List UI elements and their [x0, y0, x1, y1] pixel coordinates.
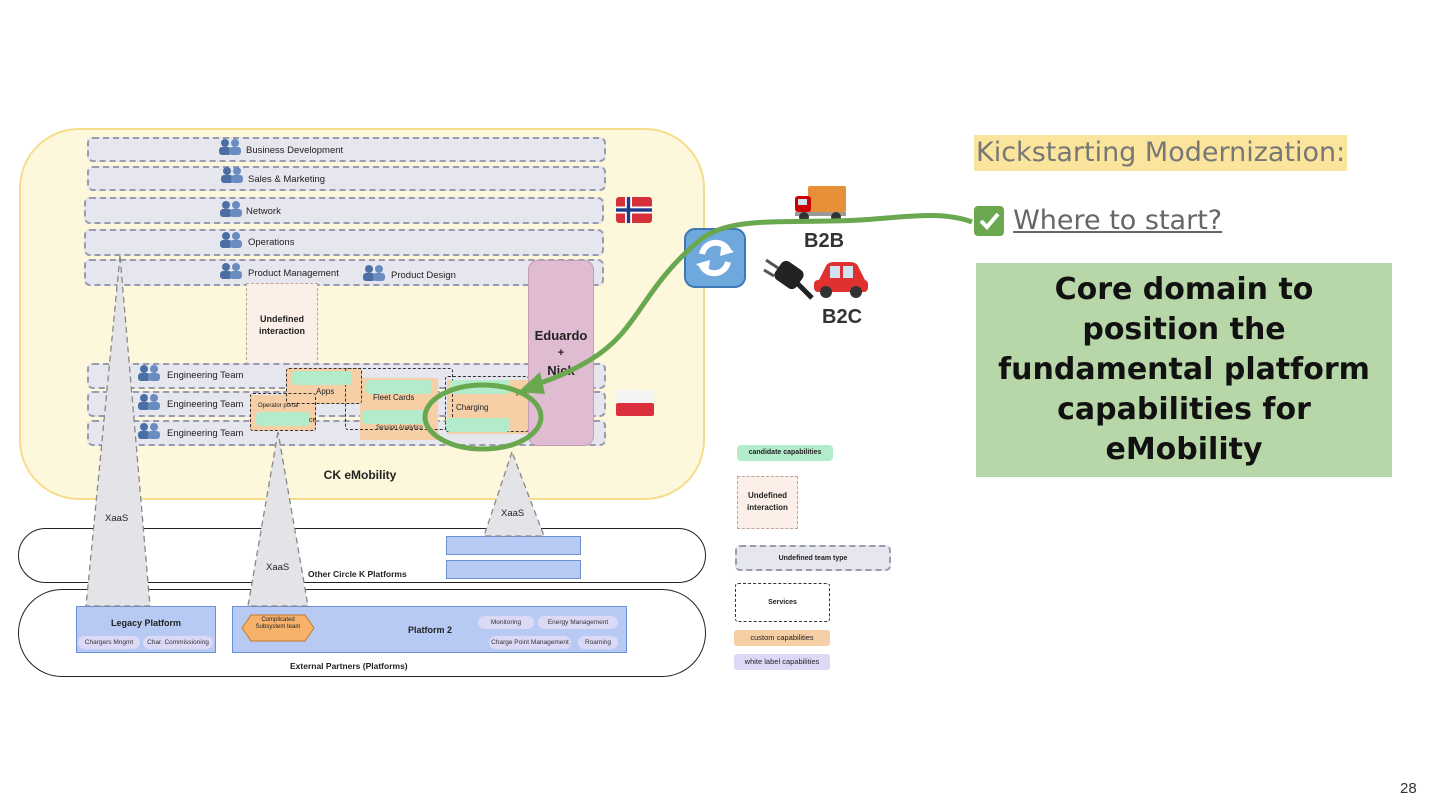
- other-platforms-container: [18, 528, 706, 583]
- team-icon: [138, 423, 160, 439]
- xaas-label: XaaS: [266, 562, 290, 573]
- b2c-label: B2C: [822, 306, 863, 328]
- other-platform-block: [446, 560, 581, 579]
- core-domain-box: Core domain to position the fundamental …: [976, 263, 1392, 477]
- other-platform-block: [446, 536, 581, 555]
- ck-emobility-label: CK eMobility: [323, 468, 397, 482]
- external-partners-label: External Partners (Platforms): [290, 661, 408, 671]
- team-icon: [138, 365, 160, 381]
- row-label: Product Management: [248, 268, 339, 279]
- complicated-subsystem-label: Complicated Subsystem team: [255, 617, 301, 630]
- candidate-capability: [446, 418, 510, 432]
- complicated-subsystem-hexagon: [241, 614, 315, 642]
- row-label: Network: [246, 206, 281, 217]
- capability-operator-portal: Operator portal: [258, 403, 299, 409]
- legend-white-label: white label capabilities: [734, 654, 830, 670]
- plug-icon: [763, 258, 814, 300]
- undefined-interaction-box: [246, 283, 318, 365]
- legend-services: Services: [735, 583, 830, 622]
- team-icon: [220, 201, 242, 217]
- legacy-pill: Char. Commissioning: [143, 636, 213, 649]
- capability-apps: Apps: [316, 387, 335, 396]
- platform2-label: Platform 2: [407, 625, 452, 635]
- candidate-capability: [292, 371, 352, 385]
- row-label: Business Development: [246, 145, 344, 156]
- team-icon: [220, 263, 242, 279]
- page-number: 28: [1400, 780, 1417, 797]
- services-box: [286, 368, 362, 404]
- team-icon: [219, 139, 241, 155]
- legend-undefined-interaction-box: [737, 476, 798, 529]
- team-icon: [221, 167, 243, 183]
- xaas-funnels: [85, 255, 545, 607]
- platform2-pill: Roaming: [578, 636, 618, 649]
- platform2-pill: Monitoring: [478, 616, 534, 629]
- engineering-team-label: Engineering Team: [167, 370, 244, 381]
- norway-flag-icon: [616, 197, 652, 223]
- b2b-label: B2B: [804, 230, 845, 252]
- row-operations: [84, 229, 604, 256]
- legacy-pill: Chargers Mngmt: [78, 636, 140, 649]
- engineering-team-label: Engineering Team: [167, 428, 244, 439]
- row-network: [84, 197, 604, 224]
- core-domain-text: Core domain to position the fundamental …: [998, 272, 1370, 467]
- team-icon: [363, 265, 385, 281]
- capability-fleet-cards: Fleet Cards: [373, 393, 415, 402]
- services-box: [250, 393, 316, 431]
- highlight-ellipse: [422, 382, 544, 452]
- capability-ce: ce: [309, 417, 317, 424]
- candidate-capability: [366, 380, 432, 394]
- xaas-label: XaaS: [105, 513, 129, 524]
- legacy-platform-label: Legacy Platform: [110, 618, 182, 628]
- services-box: [345, 368, 453, 430]
- row-label: Operations: [248, 237, 295, 248]
- capability-charging: Charging: [456, 403, 489, 412]
- eduardo-plus: +: [557, 347, 565, 359]
- heading: Kickstarting Modernization:: [974, 135, 1348, 171]
- capability-session-analytics: Session Analytics: [376, 425, 423, 431]
- where-to-start: Where to start?: [974, 205, 1222, 236]
- check-icon: [974, 205, 1004, 236]
- candidate-capability: [362, 410, 428, 424]
- poland-flag-icon: [616, 390, 654, 416]
- product-design-label: Product Design: [391, 270, 456, 281]
- engineering-team-label: Engineering Team: [167, 399, 244, 410]
- team-icon: [138, 394, 160, 410]
- undefined-interaction-label: Undefined interaction: [258, 314, 305, 336]
- row-business-development: [87, 137, 606, 162]
- refresh-icon: [684, 228, 746, 288]
- legend-candidate: candidate capabilities: [737, 445, 833, 461]
- row-label: Sales & Marketing: [248, 174, 326, 185]
- architecture-diagram: Business Development Sales & Marketing N…: [18, 128, 891, 677]
- legend-custom: custom capabilities: [734, 630, 830, 646]
- car-icon: [814, 262, 868, 298]
- external-partners-container: [18, 589, 706, 677]
- platform2-pill: Energy Management: [538, 616, 618, 629]
- team-icon: [220, 232, 242, 248]
- eduardo-label: Eduardo: [534, 328, 588, 343]
- other-platforms-label: Other Circle K Platforms: [308, 569, 407, 579]
- platform2-pill: Charge Point Management: [489, 636, 571, 649]
- row-product-management: [84, 259, 604, 286]
- candidate-capability: [256, 412, 310, 426]
- xaas-label: XaaS: [501, 508, 525, 519]
- legend-undefined-interaction: Undefined interaction: [747, 491, 788, 512]
- legend-undefined-team: Undefined team type: [735, 545, 891, 571]
- row-sales-marketing: [87, 166, 606, 191]
- where-to-start-text: Where to start?: [1013, 205, 1223, 236]
